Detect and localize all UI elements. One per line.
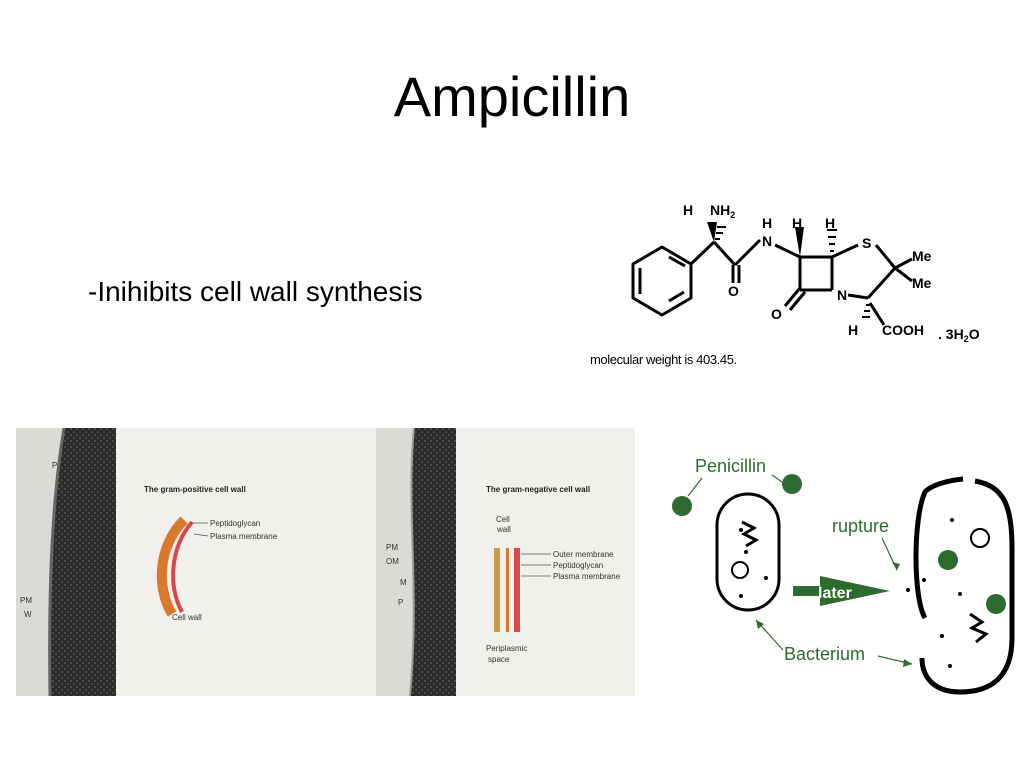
- label-hydrate-sub: 2: [964, 334, 969, 344]
- gram-negative-title: The gram-negative cell wall: [486, 485, 590, 494]
- peptidoglycan-layer: [156, 516, 188, 617]
- label-rupture: rupture: [832, 516, 889, 536]
- molecular-weight-note: molecular weight is 403.45.: [590, 352, 737, 367]
- label-nh2: NH: [710, 202, 730, 218]
- label-h-2: H: [762, 215, 772, 231]
- bacterium-ruptured-right: [919, 478, 1015, 695]
- penicillin-molecule-1: [672, 496, 692, 516]
- hash-bonds: [715, 226, 870, 318]
- atom-labels: H NH2 H N H H S Me Me N O O H COOH . 3H2…: [683, 202, 980, 344]
- label-cell: Cell: [496, 515, 510, 524]
- bonds: [689, 238, 913, 326]
- marker-w: W: [24, 610, 32, 619]
- label-later: later: [818, 585, 852, 602]
- label-h-5: H: [848, 322, 858, 338]
- label-nh2-sub: 2: [730, 210, 735, 220]
- plasma-membrane-layer: [514, 548, 520, 632]
- cell-image: [49, 428, 116, 696]
- later-arrow: [793, 576, 890, 606]
- penicillin-molecule-3: [938, 550, 958, 570]
- ampicillin-structure: H NH2 H N H H S Me Me N O O H COOH . 3H2…: [631, 202, 980, 344]
- penicillin-diagram: Penicillin later rupture Bacterium: [672, 456, 1015, 695]
- wedge-bonds: [707, 222, 804, 257]
- label-me-2: Me: [912, 275, 932, 291]
- marker-pm: PM: [386, 543, 398, 552]
- label-n-2: N: [837, 287, 847, 303]
- label-n-1: N: [762, 233, 772, 249]
- peptidoglycan-layer: [506, 548, 509, 632]
- benzene-ring: [631, 245, 693, 317]
- svg-text:NH2: NH2: [710, 202, 735, 220]
- gram-negative-micrograph: PM OM M P The gram-negative cell wall Ce…: [376, 428, 635, 696]
- label-h-1: H: [683, 202, 693, 218]
- label-peptidoglycan: Peptidoglycan: [553, 561, 603, 570]
- slide-title: Ampicillin: [393, 65, 631, 128]
- bullet-text: -Inihibits cell wall synthesis: [88, 276, 423, 307]
- label-cell-wall: Cell wall: [172, 613, 202, 622]
- label-h-3: H: [792, 215, 802, 231]
- label-cooh: COOH: [882, 322, 924, 338]
- dna-squiggle-2: [968, 612, 989, 644]
- label-o-2: O: [771, 306, 782, 322]
- label-hydrate: . 3H: [938, 326, 964, 342]
- marker-om: OM: [386, 557, 399, 566]
- marker-p: P: [52, 461, 57, 470]
- label-o-1: O: [728, 283, 739, 299]
- label-penicillin: Penicillin: [695, 456, 766, 476]
- marker-m: M: [400, 578, 407, 587]
- label-peptidoglycan: Peptidoglycan: [210, 519, 260, 528]
- dna-squiggle-1: [740, 520, 760, 548]
- label-space: space: [488, 655, 510, 664]
- outer-membrane-layer: [494, 548, 500, 632]
- svg-text:. 3H2O: . 3H2O: [938, 326, 980, 344]
- gram-positive-micrograph: P PM W The gram-positive cell wall Pepti…: [16, 428, 376, 696]
- label-s: S: [862, 235, 871, 251]
- label-plasma-membrane: Plasma membrane: [210, 532, 278, 541]
- cell-image: [410, 428, 456, 696]
- label-hydrate-o: O: [969, 326, 980, 342]
- label-h-4: H: [825, 215, 835, 231]
- penicillin-molecule-2: [782, 474, 802, 494]
- label-me-1: Me: [912, 248, 932, 264]
- label-bacterium: Bacterium: [784, 644, 865, 664]
- marker-pm: PM: [20, 596, 32, 605]
- label-periplasmic: Periplasmic: [486, 644, 527, 653]
- gram-positive-title: The gram-positive cell wall: [144, 485, 246, 494]
- label-outer-membrane: Outer membrane: [553, 550, 614, 559]
- plasma-membrane-layer: [171, 520, 194, 613]
- bacterium-ruptured-left: [913, 476, 964, 620]
- marker-p: P: [398, 598, 403, 607]
- label-wall: wall: [496, 525, 511, 534]
- label-plasma-membrane: Plasma membrane: [553, 572, 621, 581]
- penicillin-molecule-4: [986, 594, 1006, 614]
